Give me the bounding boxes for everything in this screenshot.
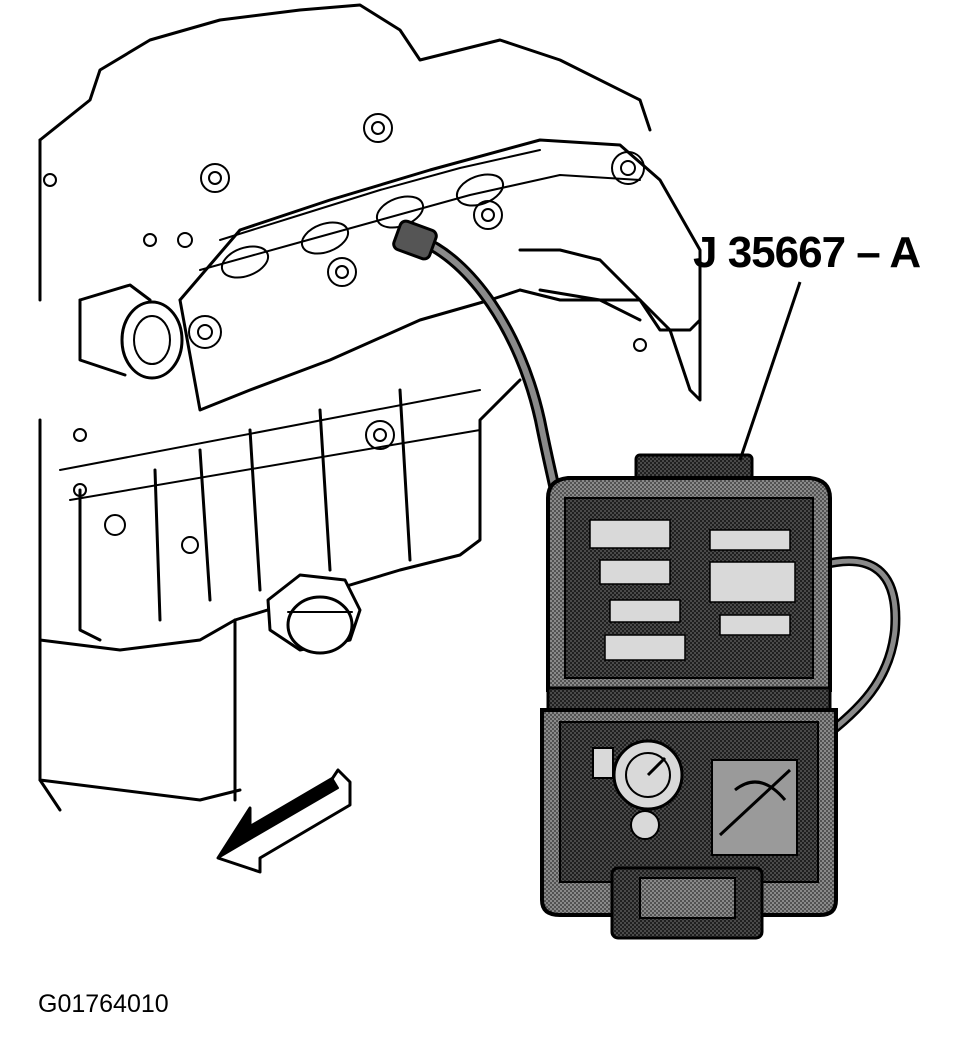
front-direction-arrow [216,768,352,874]
figure-id: G01764010 [38,990,169,1018]
tool-number-callout: J 35667 – A [693,228,921,277]
tool-case [540,453,901,940]
sensor-cable [392,219,561,496]
engine-block [38,3,702,812]
callout-leader-line [738,281,802,461]
